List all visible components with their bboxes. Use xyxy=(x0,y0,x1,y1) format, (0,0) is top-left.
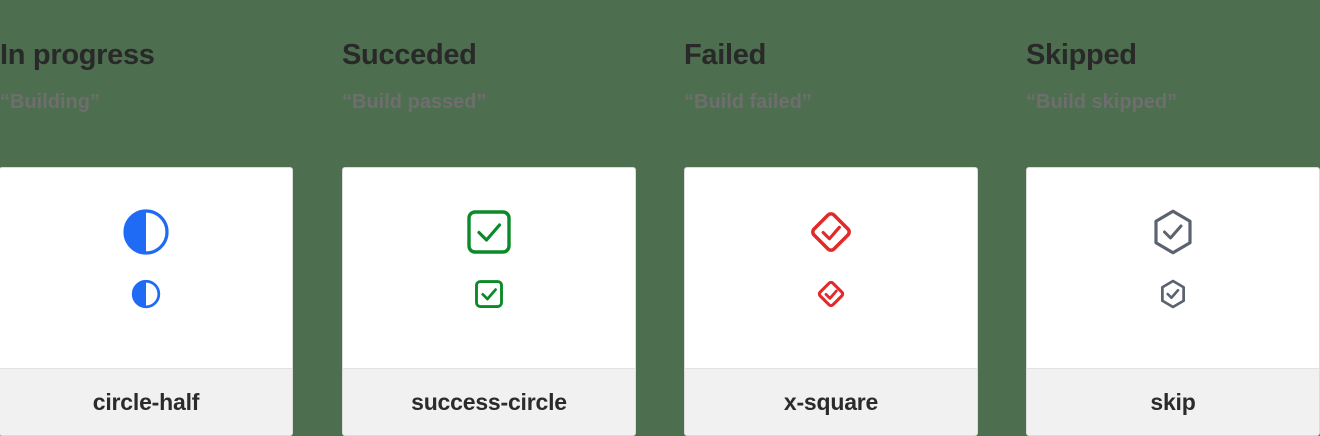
skip-icon-small xyxy=(1158,278,1188,310)
skip-icon-large xyxy=(1149,206,1197,258)
icon-preview-area xyxy=(685,168,977,368)
column-subtitle: “Build skipped” xyxy=(1026,91,1178,113)
icon-card-circle-half[interactable]: circle-half xyxy=(0,167,293,436)
icon-name-footer: x-square xyxy=(685,368,977,435)
success-circle-icon-large xyxy=(465,206,513,258)
column-subtitle: “Building” xyxy=(0,91,100,113)
icon-name-footer: circle-half xyxy=(0,368,292,435)
column-subtitle: “Build failed” xyxy=(684,91,812,113)
x-square-icon-small xyxy=(815,278,847,310)
icon-name-label: circle-half xyxy=(92,388,200,415)
circle-half-icon-large xyxy=(122,206,170,258)
icon-card-x-square[interactable]: x-square xyxy=(684,167,978,436)
icon-preview-area xyxy=(0,168,292,368)
circle-half-icon-small xyxy=(131,278,161,310)
column-subtitle: “Build passed” xyxy=(342,91,487,113)
icon-name-label: x-square xyxy=(783,388,879,415)
success-circle-icon-small xyxy=(474,278,504,310)
icon-name-footer: skip xyxy=(1027,368,1319,435)
icon-card-success-circle[interactable]: success-circle xyxy=(342,167,636,436)
icon-name-label: success-circle xyxy=(411,388,567,415)
icon-name-footer: success-circle xyxy=(343,368,635,435)
icon-preview-area xyxy=(343,168,635,368)
icon-card-skip[interactable]: skip xyxy=(1026,167,1320,436)
column-title: Failed xyxy=(684,39,766,71)
column-title: Skipped xyxy=(1026,39,1137,71)
x-square-icon-large xyxy=(806,206,856,258)
column-title: Succeded xyxy=(342,39,477,71)
icon-preview-area xyxy=(1027,168,1319,368)
column-title: In progress xyxy=(0,39,155,71)
icon-name-label: skip xyxy=(1150,388,1196,415)
